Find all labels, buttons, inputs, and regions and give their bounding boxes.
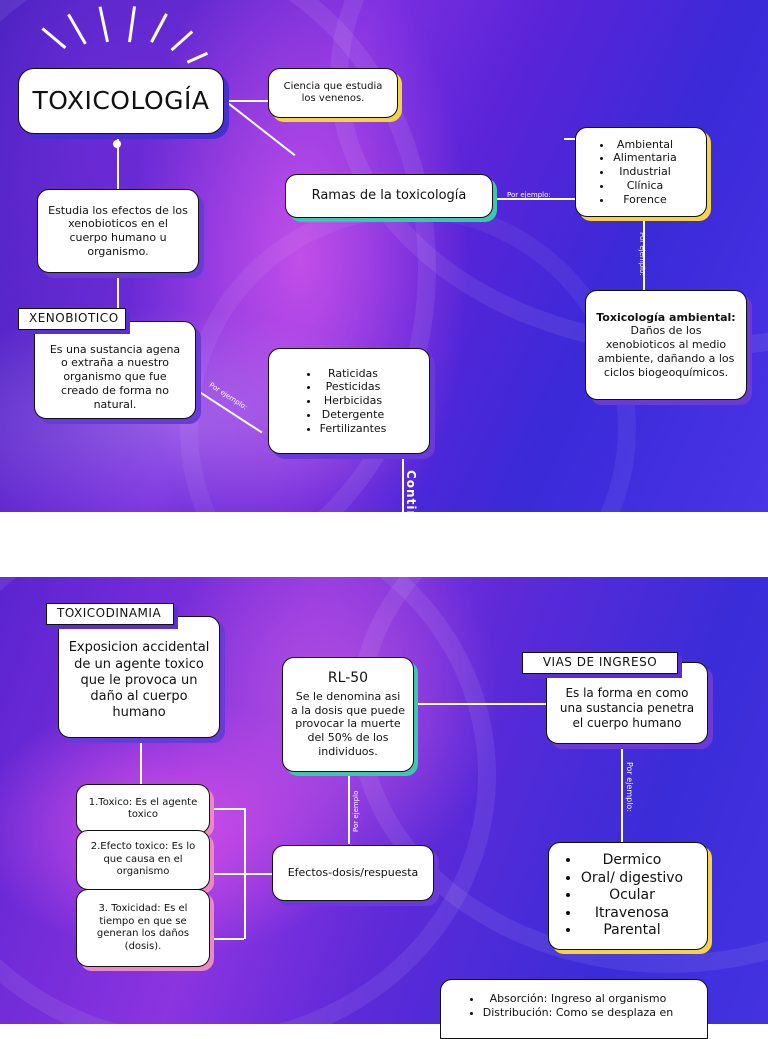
ramas-list-item: Clínica: [613, 179, 686, 193]
xenobiotico-list-item: Raticidas: [320, 367, 397, 381]
connector: [210, 938, 244, 940]
ramas-list-item: Alimentaria: [613, 151, 686, 165]
connector: [117, 134, 119, 190]
ramas-label: Ramas de la toxicología: [311, 187, 467, 203]
connector: [402, 454, 404, 572]
connector: [244, 873, 272, 875]
rl50-box: RL-50 Se le denomina asi a la dosis que …: [282, 657, 414, 772]
toxico-item-2: 2.Efecto toxico: Es lo que causa en el o…: [90, 841, 196, 878]
toxico-item-3: 3. Toxicidad: Es el tiempo en que se gen…: [96, 903, 190, 952]
ambiental-box: Toxicología ambiental: Daños de los xeno…: [585, 290, 747, 400]
ambiental-text: Daños de los xenobioticos al medio ambie…: [597, 324, 735, 379]
page-gap: [0, 512, 768, 577]
definition-text: Ciencia que estudia los venenos.: [283, 80, 383, 105]
xenobiotico-label: XENOBIOTICO: [18, 308, 126, 330]
estudia-text: Estudia los efectos de los xenobioticos …: [48, 203, 188, 258]
title-box: TOXICOLOGÍA: [18, 68, 224, 134]
ambiental-por-ejemplo: Por ejemplo:: [638, 232, 646, 276]
toxicodinamia-box: Exposicion accidental de un agente toxic…: [58, 616, 220, 738]
vias-list-box: DermicoOral/ digestivoOcularItravenosaPa…: [548, 842, 708, 950]
vias-list: DermicoOral/ digestivoOcularItravenosaPa…: [563, 852, 693, 940]
ramas-por-ejemplo: Por ejemplo:: [507, 191, 551, 199]
continuacion-text: Continuación: [404, 470, 418, 571]
ramas-list-item: Ambiental: [613, 138, 686, 152]
toxicocinetica-list-item: Distribución: Como se desplaza en: [483, 1006, 683, 1020]
vias-def: Es la forma en como una sustancia penetr…: [559, 685, 695, 730]
xenobiotico-list: RaticidasPesticidasHerbicidasDetergenteF…: [302, 367, 397, 436]
vias-box: Es la forma en como una sustancia penetr…: [546, 662, 708, 744]
vias-list-item: Ocular: [581, 887, 693, 905]
ramas-list-item: Forence: [613, 193, 686, 207]
rl50-title: RL-50: [327, 670, 369, 687]
xenobiotico-box: Es una sustancia agena o extraña a nuest…: [34, 321, 196, 419]
page-title: TOXICOLOGÍA: [32, 86, 210, 116]
toxicocinetica-list: Absorción: Ingreso al organismoDistribuc…: [465, 992, 683, 1020]
connector-dot: [113, 140, 121, 148]
toxico-item-1: 1.Toxico: Es el agente toxico: [88, 796, 198, 821]
connector: [228, 100, 268, 102]
connector: [140, 738, 142, 786]
vias-label: VIAS DE INGRESO: [522, 652, 678, 674]
rl50-text: Se le denomina asi a la dosis que puede …: [291, 689, 405, 758]
ramas-list-box: AmbientalAlimentariaIndustrialClínicaFor…: [575, 127, 707, 217]
efectos-box: Efectos-dosis/respuesta: [272, 845, 434, 901]
xenobiotico-list-item: Detergente: [320, 408, 397, 422]
xenobiotico-list-item: Herbicidas: [320, 394, 397, 408]
efectos-text: Efectos-dosis/respuesta: [287, 866, 419, 880]
xenobiotico-list-box: RaticidasPesticidasHerbicidasDetergenteF…: [268, 348, 430, 454]
vias-por-ejemplo: Por ejemplo:: [625, 762, 634, 813]
continuacion-marker: [399, 568, 405, 574]
definition-box: Ciencia que estudia los venenos.: [268, 68, 398, 118]
xenobiotico-list-item: Fertilizantes: [320, 422, 397, 436]
connector: [564, 138, 576, 140]
connector: [210, 808, 244, 810]
toxicocinetica-list-item: Absorción: Ingreso al organismo: [483, 992, 683, 1006]
ramas-list-item: Industrial: [613, 165, 686, 179]
rl50-por-ejemplo: Por ejemplo: [352, 790, 360, 832]
ramas-box: Ramas de la toxicología: [285, 174, 493, 218]
connector: [348, 772, 350, 844]
connector: [210, 873, 244, 875]
toxico-item-box: 3. Toxicidad: Es el tiempo en que se gen…: [76, 889, 210, 967]
connector: [493, 198, 575, 200]
connector: [643, 218, 645, 290]
vias-list-item: Dermico: [581, 852, 693, 870]
connector: [117, 272, 119, 310]
ramas-list: AmbientalAlimentariaIndustrialClínicaFor…: [595, 138, 686, 207]
connector: [414, 703, 546, 705]
toxicocinetica-box: Absorción: Ingreso al organismoDistribuc…: [440, 979, 708, 1039]
toxico-item-box: 1.Toxico: Es el agente toxico: [76, 784, 210, 834]
ambiental-title: Toxicología ambiental:: [596, 310, 736, 324]
estudia-box: Estudia los efectos de los xenobioticos …: [37, 189, 199, 273]
xenobiotico-def: Es una sustancia agena o extraña a nuest…: [49, 342, 181, 411]
toxicodinamia-label: TOXICODINAMIA: [46, 603, 174, 625]
vias-list-item: Oral/ digestivo: [581, 870, 693, 888]
toxico-item-box: 2.Efecto toxico: Es lo que causa en el o…: [76, 830, 210, 890]
xenobiotico-list-item: Pesticidas: [320, 380, 397, 394]
vias-list-item: Parental: [581, 922, 693, 940]
vias-list-item: Itravenosa: [581, 905, 693, 923]
connector: [621, 744, 623, 842]
toxicodinamia-def: Exposicion accidental de un agente toxic…: [68, 640, 210, 721]
